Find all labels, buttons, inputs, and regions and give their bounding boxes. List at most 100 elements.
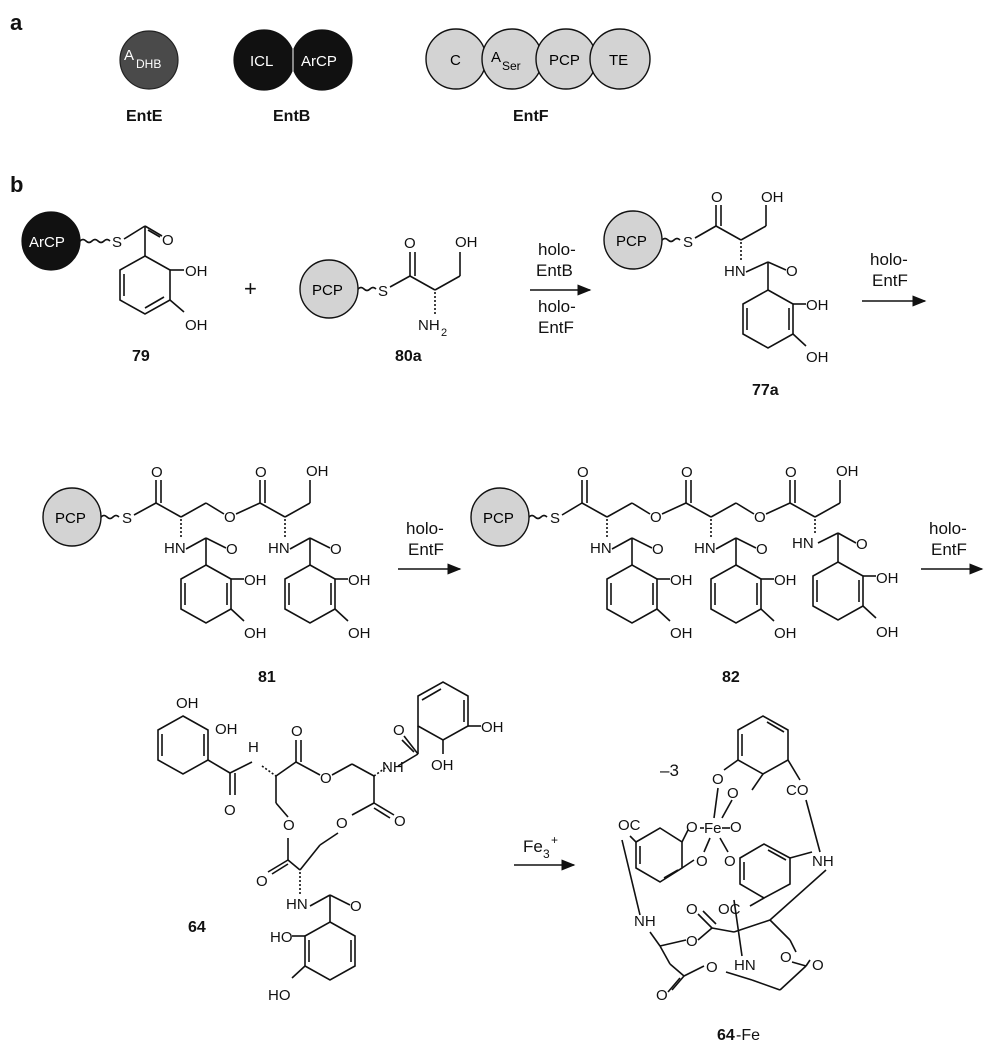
oh-group: OH: [455, 234, 478, 251]
oh-group: OH: [244, 625, 267, 642]
oh-group: OH: [215, 721, 238, 738]
ester-o: O: [650, 509, 662, 526]
oh-group: OH: [806, 349, 829, 366]
amide-h: H: [248, 739, 259, 756]
carbonyl-o: O: [652, 541, 664, 558]
oh-group: OH: [774, 572, 797, 589]
oh-group: OH: [876, 570, 899, 587]
ring-o: O: [706, 959, 718, 976]
carbonyl-o: O: [256, 873, 268, 890]
ente-domain: A DHB EntE: [119, 30, 179, 125]
hn-group: HN: [734, 957, 756, 974]
carbonyl-o: O: [394, 813, 406, 830]
hn-group: HN: [164, 540, 186, 557]
arrow-step-2: holo- EntF: [862, 250, 927, 307]
phenolate-o: O: [727, 785, 739, 802]
ring-o: O: [320, 770, 332, 787]
carbonyl-o: O: [330, 541, 342, 558]
arcp-carrier: ArCP: [29, 234, 65, 251]
panel-a-label: a: [10, 10, 23, 35]
oh-group: OH: [348, 625, 371, 642]
phenolate-o: O: [696, 853, 708, 870]
ring-o: O: [780, 949, 792, 966]
arrow-label: holo-: [538, 240, 576, 259]
carbonyl-o: O: [711, 189, 723, 206]
phenolate-o: O: [724, 853, 736, 870]
ring-o: O: [336, 815, 348, 832]
ester-o: O: [754, 509, 766, 526]
arrow-label: Fe: [523, 837, 543, 856]
entb-icl: ICL: [250, 53, 273, 70]
arrow-fe: Fe 3 +: [514, 833, 576, 871]
ho-group: HO: [270, 929, 293, 946]
entb-arcp: ArCP: [301, 53, 337, 70]
carbonyl-o: O: [856, 536, 868, 553]
carbonyl-o: O: [226, 541, 238, 558]
sulfur-atom: S: [112, 234, 122, 251]
compound-81-label: 81: [258, 669, 276, 686]
arrow-label: EntF: [931, 540, 967, 559]
hn-group: HN: [286, 896, 308, 913]
hn-group: HN: [268, 540, 290, 557]
sulfur-atom: S: [550, 510, 560, 527]
arrow-label: EntB: [536, 261, 573, 280]
nh-group: NH: [812, 853, 834, 870]
carbonyl-o: O: [786, 263, 798, 280]
entb-domain: ICL ArCP EntB: [233, 29, 353, 125]
oh-group: OH: [185, 317, 208, 334]
compound-79-label: 79: [132, 348, 150, 365]
compound-64fe-suffix: -Fe: [736, 1027, 760, 1044]
oh-group: OH: [774, 625, 797, 642]
hn-group: HN: [792, 535, 814, 552]
carbonyl-o: O: [162, 232, 174, 249]
charge-label: –3: [660, 761, 679, 780]
oh-group: OH: [670, 625, 693, 642]
sulfur-atom: S: [378, 283, 388, 300]
pcp-carrier: PCP: [55, 510, 86, 527]
compound-64-label: 64: [188, 919, 206, 936]
hn-group: HN: [694, 540, 716, 557]
sulfur-atom: S: [122, 510, 132, 527]
carbonyl-o: O: [404, 235, 416, 252]
entf-pcp: PCP: [549, 52, 580, 69]
ring-o: O: [686, 933, 698, 950]
co-group: OC: [618, 817, 641, 834]
carbonyl-o: O: [785, 464, 797, 481]
hn-group: HN: [590, 540, 612, 557]
oh-group: OH: [761, 189, 784, 206]
pcp-carrier: PCP: [616, 233, 647, 250]
phenolate-o: O: [686, 819, 698, 836]
panel-b-label: b: [10, 172, 23, 197]
ho-group: HO: [268, 987, 291, 1004]
oh-group: OH: [431, 757, 454, 774]
co-group: OC: [718, 901, 741, 918]
carbonyl-o: O: [291, 723, 303, 740]
compound-79: ArCP S O OH OH 79: [21, 211, 208, 365]
ring-o: O: [283, 817, 295, 834]
carbonyl-o: O: [656, 987, 668, 1004]
carbonyl-o: O: [151, 464, 163, 481]
oh-group: OH: [876, 624, 899, 641]
compound-80a: PCP S O OH NH 2 80a: [299, 234, 478, 365]
arrow-label: EntF: [538, 318, 574, 337]
oh-group: OH: [806, 297, 829, 314]
entf-domain: C A Ser PCP TE EntF: [425, 28, 651, 125]
arrow-label: EntF: [872, 271, 908, 290]
oh-group: OH: [348, 572, 371, 589]
nh-group: NH: [382, 759, 404, 776]
nh2-sub: 2: [441, 327, 447, 339]
oh-group: OH: [836, 463, 859, 480]
entf-te: TE: [609, 52, 628, 69]
hn-group: HN: [724, 263, 746, 280]
oh-group: OH: [306, 463, 329, 480]
entb-name: EntB: [273, 108, 310, 125]
arrow-step-3: holo- EntF: [398, 519, 462, 575]
arrow-label-sup: +: [551, 833, 558, 847]
carbonyl-o: O: [686, 901, 698, 918]
oh-group: OH: [244, 572, 267, 589]
entf-c: C: [450, 52, 461, 69]
carbonyl-o: O: [577, 464, 589, 481]
ester-o: O: [224, 509, 236, 526]
arrow-label: holo-: [929, 519, 967, 538]
